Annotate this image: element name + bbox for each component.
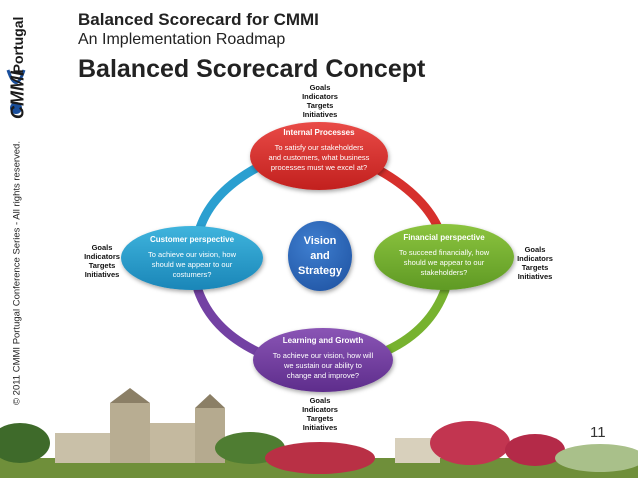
- ring-arc-top-right: [370, 163, 445, 237]
- indicators-label: Indicators: [517, 254, 553, 263]
- targets-label: Targets: [306, 101, 334, 110]
- customer-perspective-title: Customer perspective: [149, 235, 235, 244]
- goals-label: Goals: [524, 245, 546, 254]
- indicators-label: Indicators: [84, 252, 120, 261]
- ring-arc-bottom-left: [193, 285, 263, 357]
- learning-growth-title: Learning and Growth: [282, 336, 364, 345]
- customer-perspective: Customer perspective To achieve our visi…: [121, 226, 263, 290]
- learning-growth-perspective: Learning and Growth To achieve our visio…: [253, 328, 393, 392]
- targets-label: Targets: [521, 263, 549, 272]
- page-number: 11: [590, 424, 606, 441]
- and-label: and: [310, 250, 330, 262]
- internal-processes-text: To satisfy our stakeholders and customer…: [268, 143, 370, 172]
- customer-perspective-text: To achieve our vision, how should we app…: [148, 250, 236, 279]
- indicators-label: Indicators: [302, 92, 338, 101]
- goals-label: Goals: [309, 83, 331, 92]
- targets-label: Targets: [88, 261, 116, 270]
- slide-subtitle: An Implementation Roadmap: [78, 31, 286, 48]
- learning-growth-text: To achieve our vision, how will we susta…: [272, 351, 374, 380]
- goals-label: Goals: [309, 396, 331, 405]
- financial-perspective: Financial perspective To succeed financi…: [374, 224, 514, 290]
- internal-processes-title: Internal Processes: [283, 128, 355, 137]
- ring-arc-top-left: [195, 160, 267, 233]
- vision-strategy-center: Vision and Strategy: [288, 221, 352, 291]
- landscape-illustration: [0, 388, 638, 478]
- goals-block-left: Goals Indicators Targets Initiatives: [80, 243, 124, 279]
- goals-block-bottom: Goals Indicators Targets Initiatives: [298, 396, 342, 432]
- slide-heading: Balanced Scorecard Concept: [78, 55, 426, 83]
- initiatives-label: Initiatives: [302, 423, 338, 432]
- financial-perspective-text: To succeed financially, how should we ap…: [398, 248, 490, 277]
- targets-label: Targets: [306, 414, 334, 423]
- ring-arc-bottom-right: [383, 285, 450, 355]
- initiatives-label: Initiatives: [517, 272, 553, 281]
- initiatives-label: Initiatives: [302, 110, 338, 119]
- goals-label: Goals: [91, 243, 113, 252]
- strategy-label: Strategy: [297, 265, 343, 277]
- indicators-label: Indicators: [302, 405, 338, 414]
- internal-processes-perspective: Internal Processes To satisfy our stakeh…: [250, 122, 388, 190]
- cmmi-logo-icon: [6, 69, 26, 114]
- vision-label: Vision: [303, 235, 337, 247]
- goals-block-right: Goals Indicators Targets Initiatives: [513, 245, 557, 281]
- financial-perspective-title: Financial perspective: [403, 233, 485, 242]
- goals-block-top: Goals Indicators Targets Initiatives: [298, 83, 342, 119]
- side-band: Portugal CMMI © 2011 CMMI Portugal Confe…: [0, 0, 34, 404]
- slide-title: Balanced Scorecard for CMMI: [78, 10, 319, 29]
- initiatives-label: Initiatives: [84, 270, 120, 279]
